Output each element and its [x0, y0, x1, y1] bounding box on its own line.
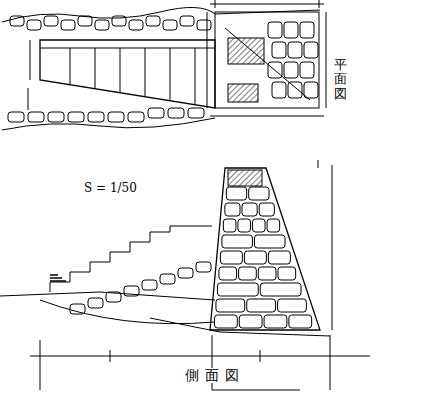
stone: [238, 219, 251, 232]
stone: [267, 219, 280, 232]
stone: [225, 203, 240, 216]
stone: [288, 42, 302, 58]
stone: [254, 235, 285, 248]
stone: [247, 299, 276, 312]
stone: [44, 16, 58, 26]
stone: [304, 42, 318, 58]
stone: [124, 286, 139, 296]
stone: [148, 108, 164, 118]
stone: [95, 20, 109, 30]
stone: [284, 62, 298, 78]
stone: [146, 16, 160, 26]
stone: [223, 219, 236, 232]
stone: [268, 251, 290, 264]
stone: [300, 22, 314, 38]
stone: [284, 22, 298, 38]
stone: [28, 112, 44, 122]
stone: [278, 267, 296, 280]
stone: [268, 62, 282, 78]
stone: [129, 20, 143, 30]
stone: [300, 62, 314, 78]
stone: [61, 20, 75, 30]
stone: [222, 235, 253, 248]
stone: [68, 112, 84, 122]
stone: [239, 267, 257, 280]
view-title: 平面図: [334, 58, 347, 101]
stone: [10, 16, 24, 26]
stone: [272, 42, 286, 58]
stone: [288, 82, 302, 98]
stone: [226, 187, 246, 200]
stone: [128, 112, 144, 122]
stone: [168, 108, 184, 118]
stone: [178, 268, 193, 278]
stone: [219, 267, 237, 280]
stone: [220, 251, 242, 264]
stone: [163, 20, 177, 30]
stone: [260, 283, 301, 296]
stone: [197, 20, 211, 30]
stone: [258, 267, 276, 280]
stone: [268, 22, 282, 38]
stone: [278, 299, 307, 312]
stone: [48, 112, 64, 122]
stone: [216, 299, 245, 312]
stone: [242, 203, 257, 216]
stone: [142, 280, 157, 290]
stone: [88, 112, 104, 122]
stone: [180, 16, 194, 26]
stone: [214, 315, 237, 328]
stone: [70, 304, 85, 314]
stone: [112, 16, 126, 26]
stone: [108, 112, 124, 122]
stone: [27, 20, 41, 30]
stone: [244, 251, 266, 264]
scale-note: S = 1/50: [84, 182, 137, 195]
stone: [259, 203, 274, 216]
stone: [272, 82, 286, 98]
stone: [88, 298, 103, 308]
stone: [304, 82, 318, 98]
stone: [239, 315, 262, 328]
stone: [289, 315, 312, 328]
stone: [188, 108, 204, 118]
stone: [253, 219, 266, 232]
stone: [106, 292, 121, 302]
stone: [249, 187, 269, 200]
stone: [8, 112, 24, 122]
stone: [217, 283, 258, 296]
view-title: 側面図: [185, 368, 245, 383]
stone: [264, 315, 287, 328]
stone: [196, 262, 211, 272]
stone: [78, 16, 92, 26]
stone: [160, 274, 175, 284]
